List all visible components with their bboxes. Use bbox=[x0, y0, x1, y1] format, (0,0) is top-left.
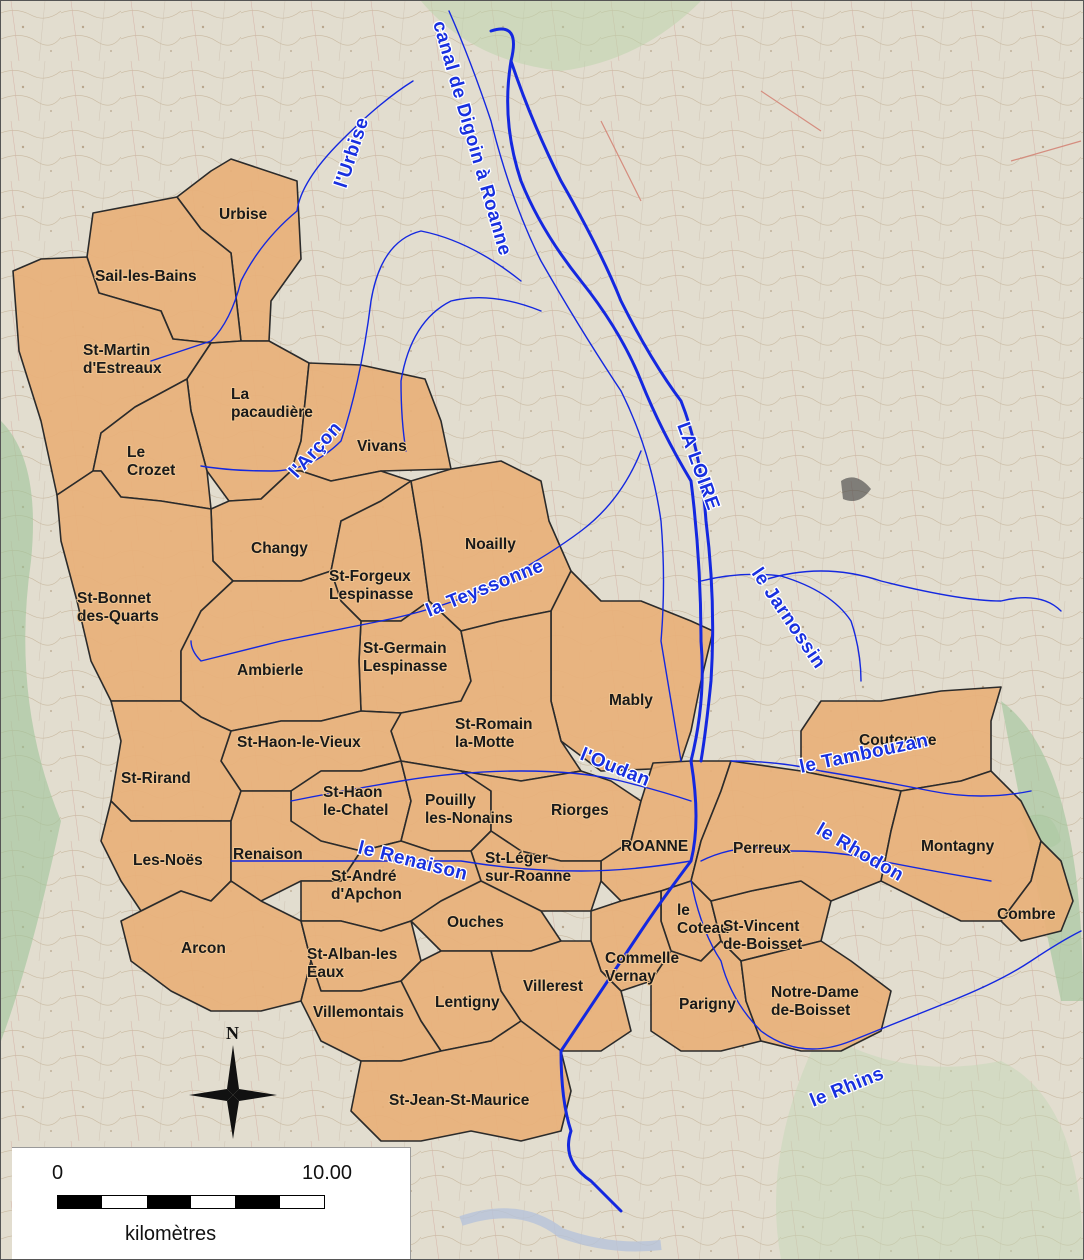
river-urbise[interactable] bbox=[150, 80, 414, 362]
scale-start-label: 0 bbox=[52, 1162, 64, 1184]
scale-segment bbox=[279, 1196, 324, 1208]
commune-combre[interactable] bbox=[1000, 840, 1074, 942]
river-jarnossin[interactable] bbox=[700, 570, 1062, 682]
river-tambouzan[interactable] bbox=[730, 760, 1032, 797]
label-les-noes: Les-Noës bbox=[133, 852, 203, 869]
south-needle bbox=[227, 1095, 239, 1139]
scale-end-label: 10.00 bbox=[302, 1162, 353, 1184]
label-combre: Combre bbox=[997, 906, 1056, 923]
river-loire[interactable] bbox=[489, 27, 704, 1213]
lake bbox=[459, 1208, 662, 1252]
north-label: N bbox=[226, 1023, 239, 1043]
label-noailly: Noailly bbox=[465, 536, 516, 553]
label-changy: Changy bbox=[251, 540, 308, 557]
river-canal-digoin[interactable] bbox=[448, 10, 682, 762]
west-needle bbox=[189, 1089, 233, 1101]
scale-segment bbox=[146, 1196, 191, 1208]
river-renaison[interactable] bbox=[230, 860, 692, 872]
scale-segment bbox=[235, 1196, 280, 1208]
label-montagny: Montagny bbox=[921, 838, 995, 855]
north-needle bbox=[227, 1045, 239, 1095]
commune-perreux[interactable] bbox=[690, 760, 902, 902]
commune-areas bbox=[12, 158, 1074, 1142]
north-arrow: N bbox=[189, 1023, 277, 1139]
river-oudan[interactable] bbox=[290, 770, 692, 802]
village-marker bbox=[841, 477, 871, 502]
label-renaison: Renaison bbox=[233, 846, 303, 863]
label-vivans: Vivans bbox=[357, 438, 407, 455]
label-riorges: Riorges bbox=[551, 802, 609, 819]
label-st-haon-le-vieux: St-Haon-le-Vieux bbox=[237, 734, 361, 751]
label-st-jean-st-maurice: St-Jean-St-Maurice bbox=[389, 1092, 530, 1109]
river-teyssonne[interactable] bbox=[190, 450, 642, 662]
scale-bar-panel: 0 10.00 kilomètres bbox=[12, 1147, 411, 1259]
label-mably: Mably bbox=[609, 692, 653, 709]
label-ambierle: Ambierle bbox=[237, 662, 304, 679]
commune-villemontais[interactable] bbox=[300, 960, 442, 1062]
river-network bbox=[150, 10, 1082, 1213]
scale-segment bbox=[102, 1196, 147, 1208]
label-parigny: Parigny bbox=[679, 996, 736, 1013]
label-roanne: ROANNE bbox=[621, 838, 688, 855]
river-arcon[interactable] bbox=[200, 230, 522, 472]
east-needle bbox=[233, 1089, 277, 1101]
label-sail-les-bains: Sail-les-Bains bbox=[95, 268, 197, 285]
label-perreux: Perreux bbox=[733, 840, 791, 857]
label-urbise: Urbise bbox=[219, 206, 268, 223]
forest-area-north bbox=[421, 1, 701, 71]
river-arcon-east[interactable] bbox=[400, 297, 542, 452]
label-villerest: Villerest bbox=[523, 978, 583, 995]
scale-unit-label: kilomètres bbox=[125, 1223, 217, 1245]
label-lentigny: Lentigny bbox=[435, 994, 500, 1011]
river-loire-branch[interactable] bbox=[509, 59, 715, 763]
forest-area-southeast bbox=[776, 1031, 1083, 1259]
river-rhodon[interactable] bbox=[700, 847, 992, 882]
label-ouches: Ouches bbox=[447, 914, 504, 931]
scale-segment bbox=[190, 1196, 236, 1208]
label-villemontais: Villemontais bbox=[313, 1004, 404, 1021]
commune-notre-dame-de-boisset[interactable] bbox=[740, 940, 892, 1052]
label-coutouvre: Coutouvre bbox=[859, 732, 937, 749]
label-arcon: Arcon bbox=[181, 940, 226, 957]
label-st-rirand: St-Rirand bbox=[121, 770, 191, 787]
road-lines bbox=[600, 90, 1082, 202]
river-rhins[interactable] bbox=[690, 880, 1082, 1050]
forest-area-west bbox=[1, 421, 61, 1041]
scale-segment bbox=[58, 1196, 103, 1208]
scale-bar bbox=[57, 1195, 325, 1209]
